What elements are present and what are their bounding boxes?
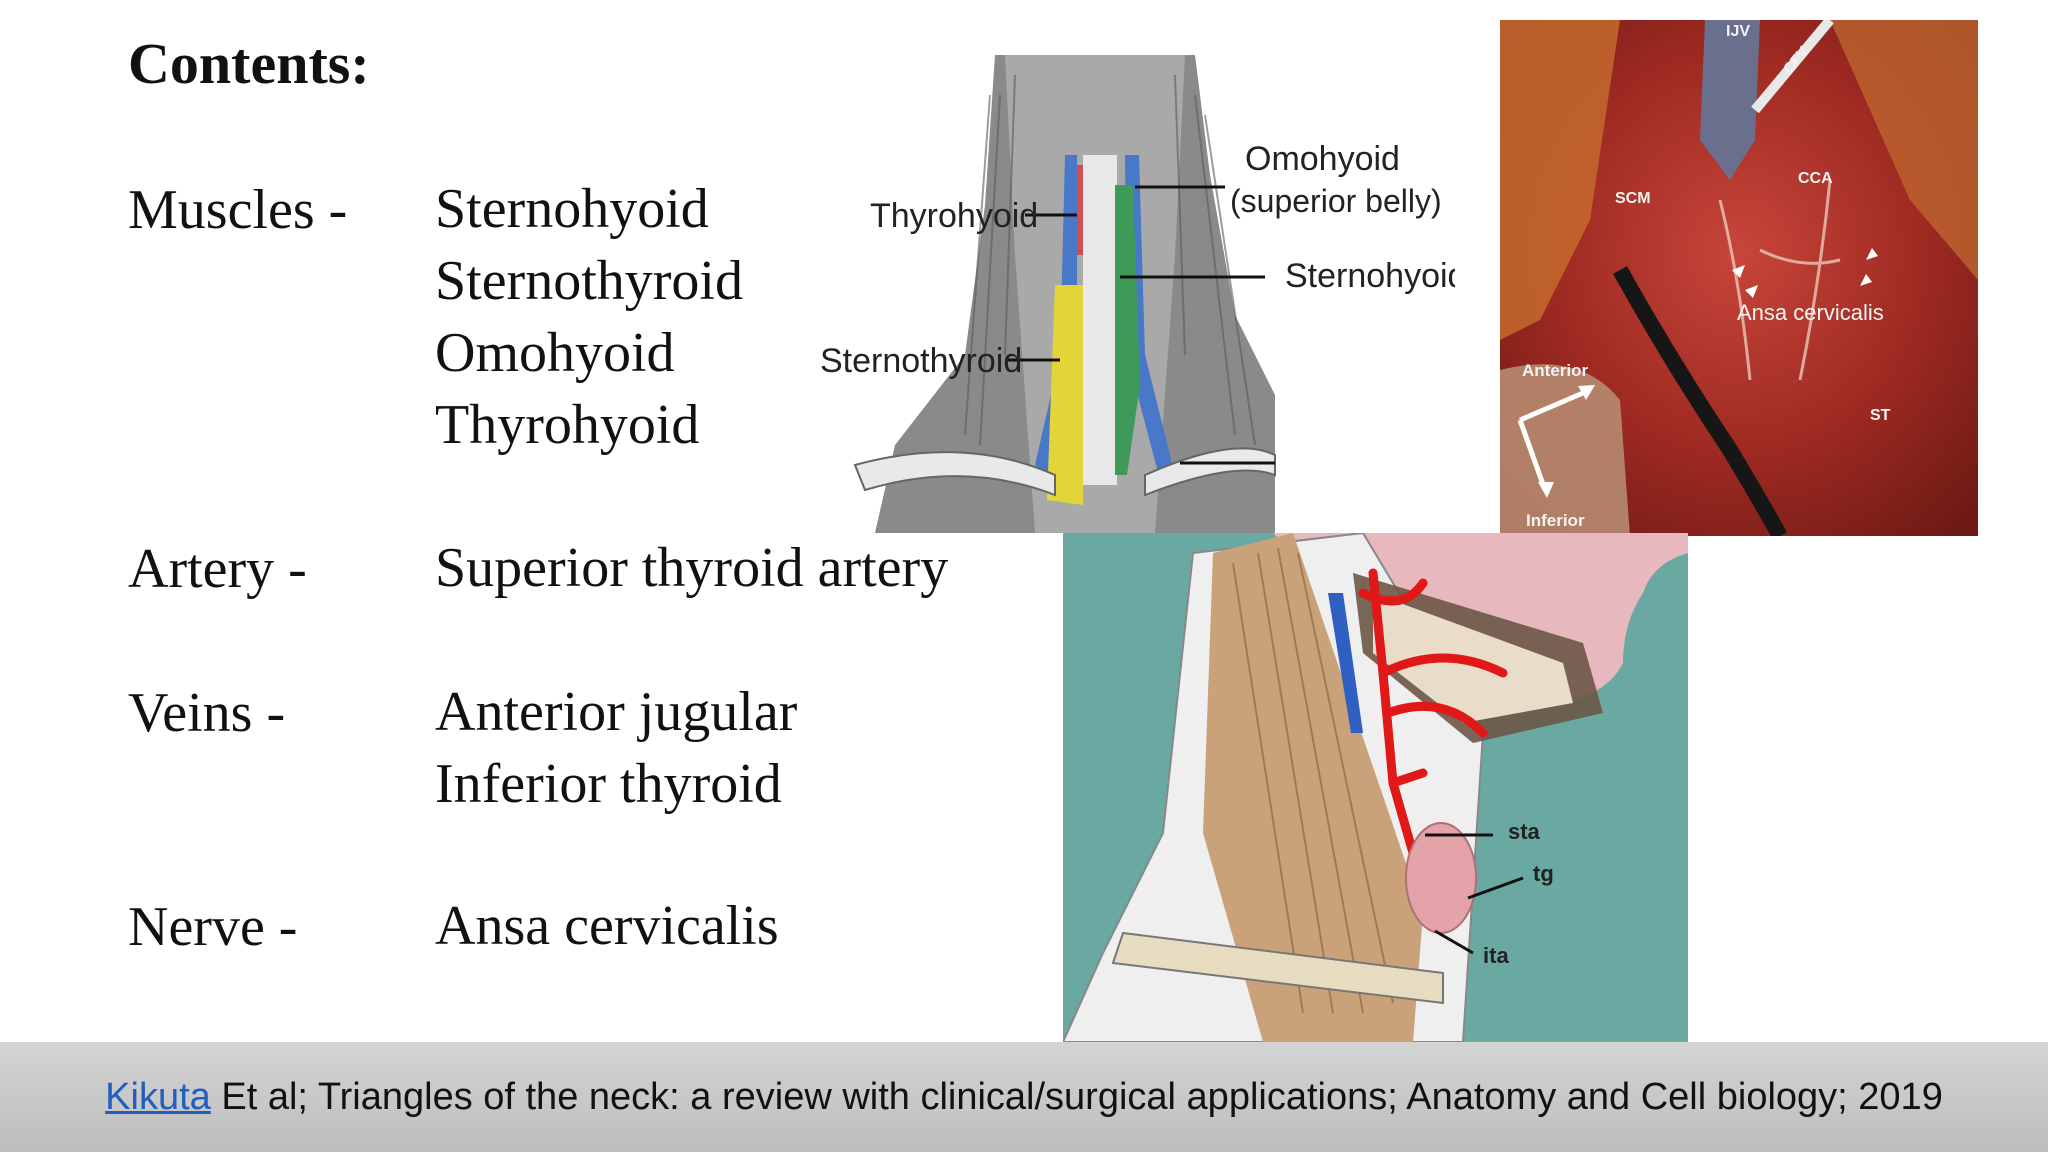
label-ansa-cervicalis: Ansa cervicalis [1737,300,1884,325]
label-tg: tg [1533,861,1554,886]
lateral-neck-figure: sta tg ita [1063,533,1688,1042]
label-sta: sta [1508,819,1541,844]
thyrohyoid-muscle [1077,165,1083,255]
list-item: Superior thyroid artery [435,537,949,599]
omohyoid-muscle-right [1125,155,1175,480]
superior-thyroid-artery [1358,568,1508,858]
list-item: Anterior jugular [435,681,798,743]
label-inferior: Inferior [1526,511,1585,530]
sternocleidomastoid-muscle [1203,533,1423,1042]
internal-jugular-vein [1700,20,1760,180]
sternothyroid-muscle [1047,285,1083,505]
label-ijv: IJV [1726,23,1750,40]
label-ita: ita [1483,943,1509,968]
section-items-nerve: Ansa cervicalis [435,890,779,962]
label-thyrohyoid: Thyrohyoid [870,197,1038,235]
author-link[interactable]: Kikuta [105,1075,211,1118]
section-label-artery: Artery - [128,538,307,600]
slide-heading: Contents: [128,31,370,96]
citation-footer: Kikuta Et al; Triangles of the neck: a r… [0,1042,2048,1152]
surgical-photo-figure: IJV CFV SCM CCA Ansa cervicalis Anterior… [1500,20,1978,536]
section-label-veins: Veins - [128,682,286,744]
label-omohyoid-sub: (superior belly) [1230,183,1442,219]
surgical-tube [1613,266,1787,536]
section-label-muscles: Muscles - [128,179,348,241]
label-st: ST [1870,407,1891,424]
section-items-muscles: Sternohyoid Sternothyroid Omohyoid Thyro… [435,173,743,461]
section-label-nerve: Nerve - [128,896,298,958]
trachea [1083,155,1117,485]
list-item: Thyrohyoid [435,394,700,456]
citation-text: Kikuta Et al; Triangles of the neck: a r… [105,1076,1943,1119]
label-omohyoid: Omohyoid [1245,140,1400,178]
list-item: Ansa cervicalis [435,895,779,957]
label-sternothyroid: Sternothyroid [820,342,1022,380]
list-item: Inferior thyroid [435,753,782,815]
infrahyoid-muscles-figure: Thyrohyoid Omohyoid (superior belly) Ste… [815,55,1455,533]
citation-body: Et al; Triangles of the neck: a review w… [210,1075,1943,1118]
section-items-artery: Superior thyroid artery [435,532,948,604]
list-item: Sternohyoid [435,178,709,240]
label-cca: CCA [1798,170,1833,187]
section-items-veins: Anterior jugular Inferior thyroid [435,676,797,820]
list-item: Omohyoid [435,322,675,384]
label-sternohyoid: Sternohyoid [1285,257,1455,295]
vein [1328,593,1363,733]
sternohyoid-muscle-right [1115,185,1140,475]
thyroid-gland [1405,822,1477,934]
label-scm: SCM [1615,190,1651,207]
list-item: Sternothyroid [435,250,743,312]
label-anterior: Anterior [1522,361,1589,380]
